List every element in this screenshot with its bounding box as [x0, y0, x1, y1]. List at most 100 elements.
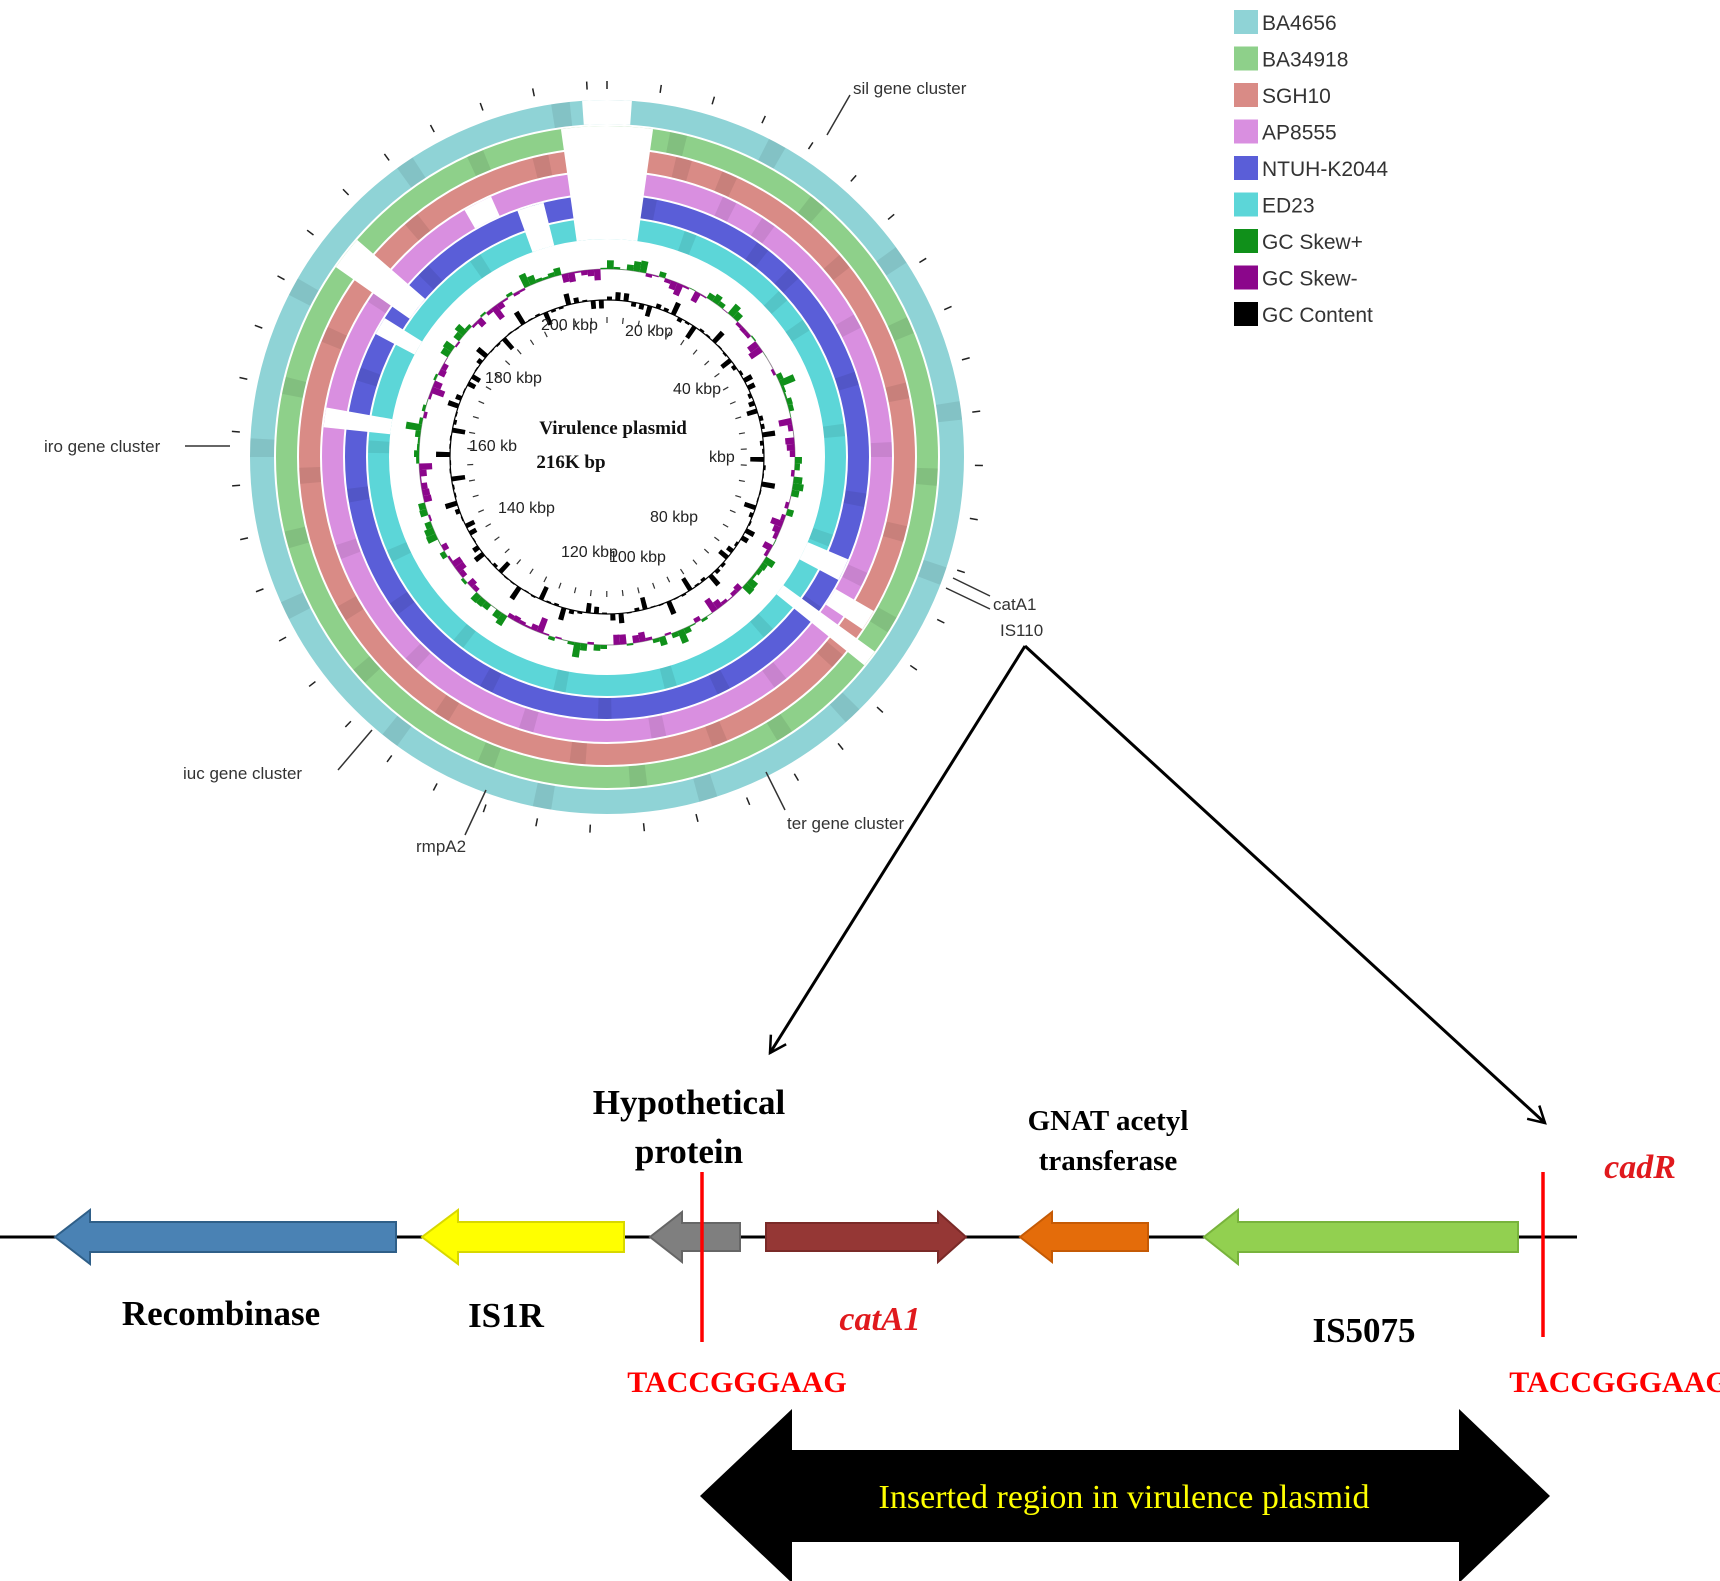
gc-skew-positive-bar: [701, 616, 709, 623]
ring-variation-band: [816, 641, 843, 668]
legend-swatch-2: [1234, 83, 1258, 107]
tick-mark: [745, 797, 751, 806]
tick-mark: [255, 588, 264, 593]
tick-mark: [793, 773, 800, 782]
gc-skew-negative-bar: [672, 282, 684, 297]
tick-mark: [432, 783, 438, 791]
scale-tick: [574, 320, 578, 327]
gc-skew-positive-bar: [683, 625, 692, 634]
gc-content-bar: [513, 310, 526, 326]
ring-variation-band: [648, 715, 667, 739]
target-sequence-left: TACCGGGAAG: [627, 1366, 846, 1399]
gc-skew-negative-bar: [771, 524, 782, 534]
gc-skew-positive-bar: [751, 572, 757, 580]
gc-skew-positive-bar: [505, 291, 513, 298]
gc-skew-positive-bar: [418, 417, 424, 425]
gc-content-bar: [762, 430, 776, 438]
gc-content-bar: [623, 293, 630, 302]
sequence-gap: [517, 202, 555, 253]
scale-tick: [516, 559, 522, 565]
gc-content-bar: [763, 465, 766, 471]
gc-skew-positive-bar: [732, 311, 744, 322]
gc-skew-negative-bar: [419, 469, 427, 477]
gc-skew-positive-bar: [425, 533, 439, 544]
scale-tick: [729, 401, 736, 405]
tick-mark: [254, 324, 263, 329]
gc-skew-positive-bar: [442, 340, 455, 352]
gc-content-bar: [577, 611, 583, 615]
gc-content-bar: [655, 303, 662, 310]
gc-skew-positive-bar: [492, 609, 502, 620]
gc-skew-negative-bar: [790, 469, 795, 477]
scale-tick: [529, 568, 534, 575]
gc-content-bar: [534, 313, 541, 318]
gc-content-bar: [708, 573, 721, 587]
gc-content-bar: [444, 500, 458, 510]
sequence-gap: [582, 99, 632, 125]
gc-skew-negative-bar: [789, 450, 795, 457]
gc-content-track: [436, 292, 776, 624]
gc-skew-positive-bar: [785, 397, 793, 406]
gc-skew-positive-bar: [414, 430, 421, 438]
gc-content-bar: [748, 400, 756, 408]
scale-tick: [543, 576, 548, 583]
tick-mark: [306, 229, 314, 236]
ring-variation-band: [569, 741, 587, 765]
gc-skew-negative-bar: [580, 270, 588, 276]
gc-skew-positive-bar: [439, 551, 448, 560]
is110-leader-line: [945, 587, 991, 610]
ring-variation-band: [551, 101, 573, 129]
gc-content-bar: [453, 419, 458, 425]
ring-variation-band: [335, 538, 361, 560]
ring-variation-band: [823, 254, 850, 281]
ring-variation-band: [337, 596, 364, 621]
gc-skew-positive-bar: [658, 635, 668, 647]
ring-variation-band: [758, 138, 786, 169]
cata1-gene-arrow: [765, 1209, 968, 1265]
gc-skew-positive-bar: [677, 628, 689, 644]
gc-skew-negative-bar: [454, 341, 461, 348]
scale-tick: [478, 509, 485, 513]
gc-content-bar: [436, 451, 451, 457]
gc-content-bar: [673, 596, 679, 600]
gc-skew-negative-bar: [766, 357, 770, 364]
gc-skew-negative-bar: [420, 482, 428, 490]
gc-skew-positive-bar: [479, 311, 487, 318]
legend-swatch-8: [1234, 302, 1258, 326]
ring-variation-band: [389, 591, 415, 615]
scale-tick: [529, 339, 535, 346]
tick-mark: [277, 275, 285, 281]
gc-skew-positive-bar: [541, 276, 549, 281]
gc-skew-positive-bar: [793, 476, 803, 485]
scale-label-160: 160 kb: [469, 438, 517, 455]
gc-skew-positive-bar: [746, 577, 759, 589]
gc-content-bar: [699, 328, 705, 333]
gc-skew-negative-bar: [784, 501, 790, 509]
gc-content-bar: [762, 448, 764, 454]
gc-skew-positive-bar: [424, 521, 433, 530]
legend-label-3: AP8555: [1262, 122, 1337, 145]
legend-swatch-4: [1234, 156, 1258, 180]
gc-skew-positive-bar: [440, 347, 452, 358]
ring-variation-band: [467, 150, 491, 177]
gc-content-bar: [510, 581, 515, 585]
gc-content-bar: [498, 561, 511, 574]
ring-variation-band: [640, 197, 657, 221]
scale-label-80: 80 kbp: [650, 509, 698, 526]
gc-content-bar: [758, 415, 764, 422]
iro-label: iro gene cluster: [44, 437, 161, 456]
gc-skew-positive-bar: [778, 374, 796, 387]
gc-skew-positive-bar: [454, 323, 468, 337]
gc-skew-negative-bar: [747, 341, 760, 353]
ring-variation-band: [809, 527, 833, 547]
ring-variation-band: [714, 196, 737, 222]
gc-content-bar: [748, 511, 754, 518]
legend-label-2: SGH10: [1262, 85, 1331, 108]
tick-mark: [344, 720, 352, 728]
scale-tick: [692, 349, 698, 355]
tick-mark: [531, 88, 535, 97]
scale-tick: [505, 360, 511, 366]
gc-content-bar: [476, 346, 489, 359]
gc-skew-positive-bar: [751, 335, 757, 342]
gc-skew-negative-bar: [735, 321, 743, 329]
